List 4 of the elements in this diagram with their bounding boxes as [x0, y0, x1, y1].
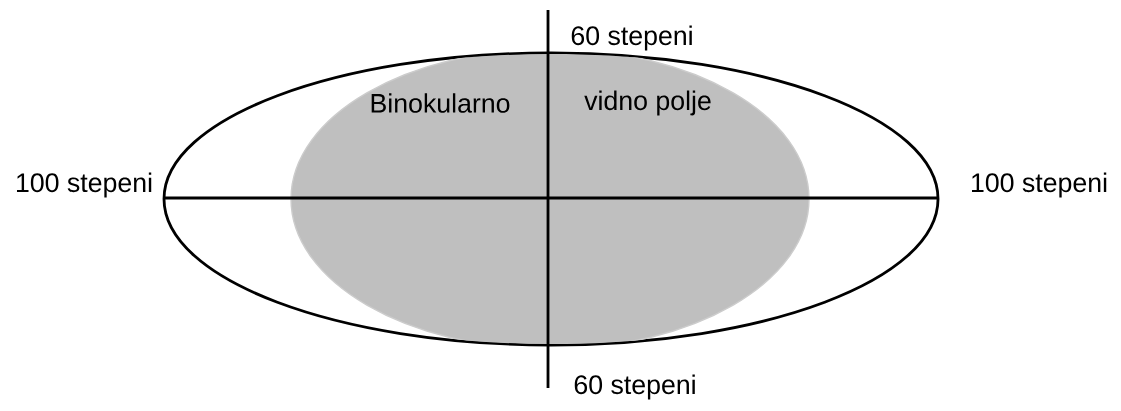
angle-label: 100 stepeni	[972, 172, 1107, 198]
angle-label: 60 stepeni	[571, 25, 692, 51]
angle-label: 60 stepeni	[574, 374, 695, 400]
angle-label: 100 stepeni	[17, 172, 152, 198]
